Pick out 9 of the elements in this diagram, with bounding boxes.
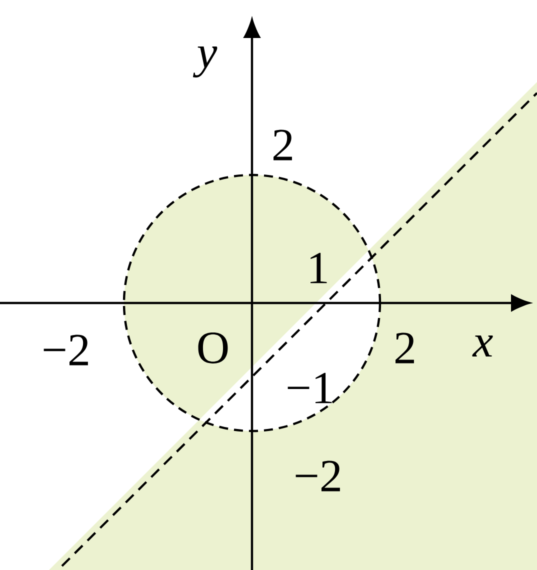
axis-label: y: [192, 46, 218, 78]
tick-label: 2: [396, 332, 414, 364]
tick-label: 2: [274, 130, 292, 160]
tick-label: −1: [288, 372, 332, 404]
tick-label: 1: [310, 252, 327, 284]
axis-label: x: [472, 335, 493, 357]
tick-label: −2: [296, 460, 340, 492]
tick-label: −2: [44, 334, 88, 366]
origin-label: O: [198, 332, 228, 364]
